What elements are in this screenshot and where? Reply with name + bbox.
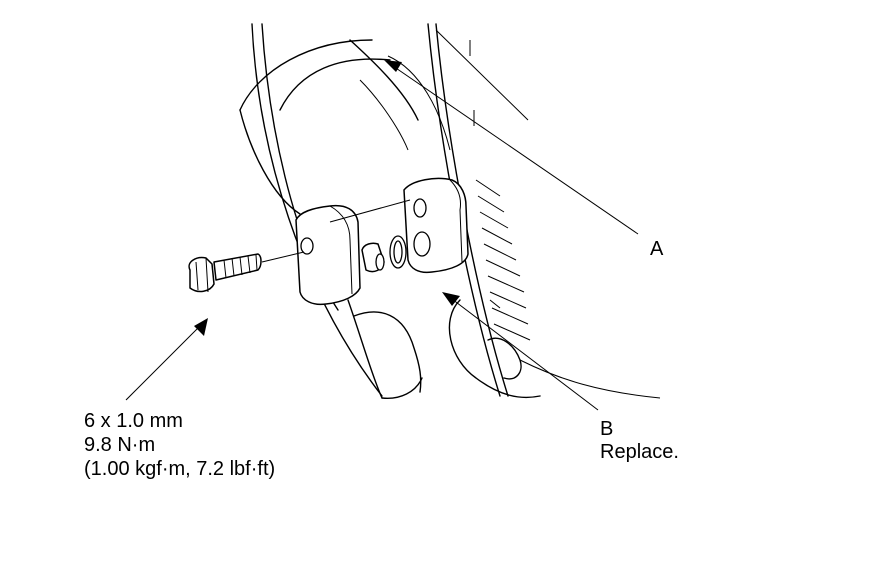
leader-bolt: [125, 318, 208, 401]
flange-bolt: [188, 251, 305, 293]
fitting-nipple: [361, 242, 385, 273]
condenser-block: [329, 177, 469, 274]
bolt-size-label: 6 x 1.0 mm: [84, 410, 183, 432]
torque-alt-label: (1.00 kgf·m, 7.2 lbf·ft): [84, 458, 276, 480]
hose-body-outline: [239, 23, 451, 399]
label-b: B: [600, 418, 614, 440]
o-ring: [389, 235, 407, 269]
leader-a: [384, 60, 639, 235]
torque-nm-label: 9.8 N·m: [84, 434, 156, 456]
label-a: A: [650, 238, 664, 260]
leader-b: [442, 292, 599, 411]
pipe-flange: [295, 204, 361, 306]
label-b-note: Replace.: [600, 441, 679, 463]
